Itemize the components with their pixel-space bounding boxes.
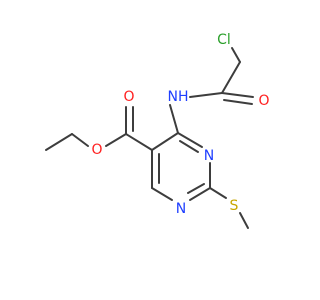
atom-nh: NH — [168, 89, 189, 105]
bond-c5-c4 — [151, 132, 179, 151]
bond-c4-n3-inner — [179, 140, 199, 153]
bond-c2-s — [209, 187, 227, 199]
bonds — [45, 47, 254, 229]
molecule-diagram: Cl NH O O O N N S — [45, 32, 270, 229]
atom-n-ring-upper: N — [204, 148, 214, 164]
bond-co-nh — [189, 92, 223, 98]
bond-c4-n3 — [177, 132, 203, 148]
atom-n-ring-lower: N — [176, 201, 186, 217]
bond-ch2-co — [221, 61, 241, 94]
bond-c2-n1 — [189, 187, 211, 201]
bond-ch2-ch3 — [45, 133, 73, 151]
bond-nh-c4 — [169, 104, 179, 134]
bond-n1-c6 — [151, 187, 173, 201]
atom-o-ester: O — [91, 142, 102, 158]
bond-c2-n1-inner — [187, 183, 205, 194]
bond-cl-ch2 — [231, 47, 241, 63]
bond-s-ch3 — [239, 212, 249, 229]
bond-co-o-amide-1 — [221, 92, 254, 98]
atom-labels: Cl NH O O O N N S — [91, 32, 269, 217]
atom-s: S — [230, 198, 239, 214]
atom-cl: Cl — [217, 32, 231, 48]
molecule-canvas: Cl NH O O O N N S — [45, 32, 270, 229]
bond-cester-oether — [105, 133, 127, 147]
atom-o-ester-carbonyl: O — [123, 89, 134, 105]
bond-oether-ch2 — [71, 133, 89, 147]
bond-co-o-amide-2 — [223, 99, 253, 105]
bond-c5-cester — [125, 133, 153, 151]
atom-o-amide: O — [258, 93, 269, 109]
